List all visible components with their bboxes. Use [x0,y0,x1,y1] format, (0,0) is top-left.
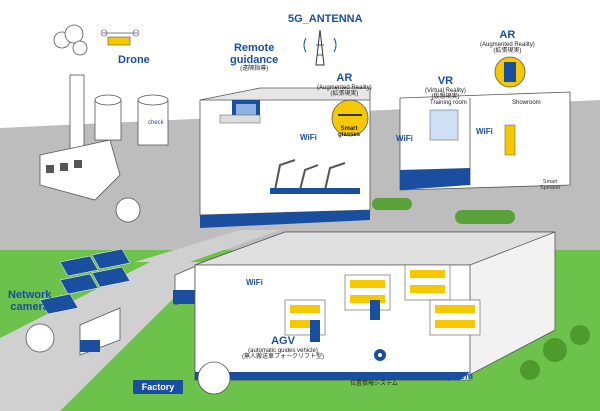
smart-glasses-label: Smart glasses [338,126,361,139]
smart-speaker-label: Smart Speaker [540,179,561,191]
factory-badge: Factory [133,380,183,394]
tree-icon [543,338,567,362]
ar-right-title: AR [499,29,516,41]
guidance-building [199,87,371,228]
ar-right-sub: (Augmented Reality) [480,41,535,48]
vr-title: VR [437,75,454,87]
network-camera-label: Network camera [8,289,52,313]
antenna-icon [303,29,337,66]
tree-icon [520,360,540,380]
ar-main-jp: (拡張現実) [330,90,359,97]
truck-icon [79,307,121,356]
location-pin-icon [374,349,386,361]
antenna-label: 5G_ANTENNA [288,13,363,25]
worker-bubble [197,361,231,395]
remote-guidance-label: Remote guidance (遠隔指導) [230,42,279,73]
hedge [372,198,412,210]
location-label: Location information system 位置情報システム [350,371,474,388]
wifi-label: WiFi [396,134,413,143]
training-room-label: Training room [430,100,467,106]
factory-building [39,24,169,201]
check-label: check [148,120,164,126]
agv-title: AGV [271,335,295,347]
drone-label: Drone [118,54,150,66]
ar-right-label: AR (Augmented Reality) (拡張現実) [480,29,535,54]
ar-main-label: AR (Augmented Reality) (拡張現実) [317,72,372,97]
agv-icon [370,300,380,320]
ar-main-sub: (Augmented Reality) [317,84,372,91]
agv-sub: (automatic guides vehicle) [248,347,318,354]
agv-icon [310,320,320,342]
drone-icon [100,29,140,46]
agv-label: AGV (automatic guides vehicle) (無人搬送車フォー… [242,335,324,360]
vr-sub: (Virtual Reality) [425,87,466,94]
warehouse-building [194,231,556,381]
road-upper [135,230,280,262]
wifi-label: WiFi [246,278,263,287]
location-jp: 位置情報システム [350,381,398,388]
smart-glasses-icon [331,99,369,137]
showroom-building [399,91,571,191]
location-title: Location information system [350,371,474,381]
remote-guidance-sub: (遠隔指導) [240,66,269,73]
tree-icon [570,325,590,345]
ar-main-title: AR [336,72,353,84]
ar-right-jp: (拡張現実) [493,47,522,54]
vr-label: VR (Virtual Reality) (仮想現実) [425,75,466,100]
hedge [455,210,515,224]
vr-jp: (仮想現実) [431,93,460,100]
solar-panels [39,248,131,315]
check-bubble [115,197,141,223]
wifi-label: WiFi [300,133,317,142]
agv-jp: (無人搬送車フォークリフト型) [242,353,324,360]
showroom-label: Showroom [512,100,541,106]
wifi-label: WiFi [476,127,493,136]
camera-bubble [25,323,55,353]
remote-guidance-title: Remote guidance [230,42,279,66]
ar-speaker-icon [494,56,526,88]
